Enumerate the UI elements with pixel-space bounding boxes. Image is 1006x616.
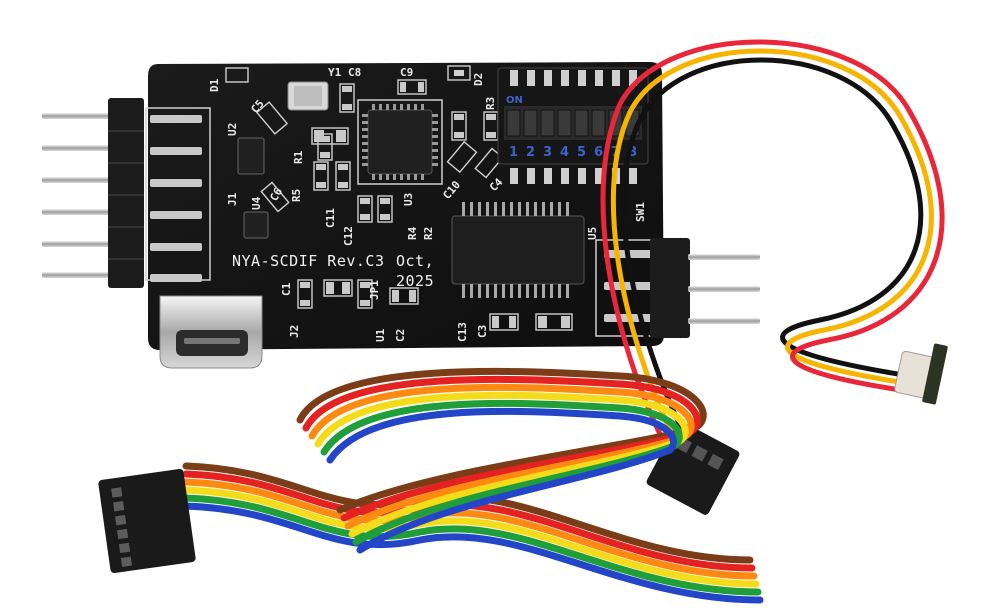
label-c11: C11 <box>324 208 337 228</box>
label-d1: D1 <box>208 78 221 92</box>
board-date-year: 2025 <box>396 272 434 290</box>
label-u1: U1 <box>374 328 387 342</box>
led-d1 <box>225 67 249 83</box>
jst-wire-black <box>621 57 924 453</box>
dip-switch-pins <box>510 70 637 184</box>
label-r4: R4 <box>406 226 419 240</box>
label-r3: R3 <box>484 97 497 110</box>
label-c12: C12 <box>342 226 355 246</box>
label-jp1: JP1 <box>368 280 381 300</box>
micro-usb-port[interactable] <box>159 295 263 369</box>
regulator-u2 <box>237 137 265 175</box>
label-d2: D2 <box>472 73 485 86</box>
label-c13: C13 <box>456 322 469 342</box>
mcu-chip <box>357 99 443 185</box>
led-d2 <box>447 65 471 81</box>
dip-label-1: 1 <box>509 145 518 160</box>
smd-passives <box>255 79 573 331</box>
label-c2: C2 <box>394 329 407 342</box>
dip-label-2: 2 <box>526 145 535 160</box>
dip-label-6: 6 <box>594 145 603 160</box>
label-c3: C3 <box>476 325 489 338</box>
label-u3: U3 <box>402 193 415 206</box>
board-date-month: Oct, <box>396 252 434 270</box>
jst-wire-red <box>600 39 945 461</box>
pcb-board: D1 Y1 C8 C9 D2 C5 U2 R1 R3 C7 C10 C4 U3 … <box>145 62 760 350</box>
right-angle-pin-legs <box>150 115 202 282</box>
label-c1: C1 <box>280 282 293 296</box>
label-c6: C6 <box>267 185 285 203</box>
tssop-chip <box>451 202 585 298</box>
left-pin-header <box>42 98 144 288</box>
dip-label-4: 4 <box>560 145 569 160</box>
label-r2: R2 <box>422 227 435 240</box>
label-sw1: SW1 <box>634 202 647 222</box>
label-j1: J1 <box>226 192 239 206</box>
label-u5: U5 <box>586 227 599 240</box>
rainbow-ribbon-cable <box>182 367 764 604</box>
label-y1: Y1 <box>328 66 342 79</box>
label-c9: C9 <box>400 66 413 79</box>
left-header-pins <box>42 113 120 278</box>
dip-label-8: 8 <box>628 145 637 160</box>
label-r1: R1 <box>292 150 305 164</box>
board-name: NYA-SCDIF Rev.C3 <box>232 252 385 270</box>
jst-connector <box>894 343 948 405</box>
dip-label-5: 5 <box>577 145 586 160</box>
dupont-6pin-connector <box>98 468 196 574</box>
jst-cable <box>600 39 945 461</box>
label-r5: R5 <box>290 189 303 202</box>
jst-wire-yellow <box>610 48 934 457</box>
chip-u4 <box>243 211 269 239</box>
dip-label-3: 3 <box>543 145 552 160</box>
label-c8: C8 <box>348 66 361 79</box>
smd-pads <box>300 82 570 328</box>
dip-on-label: ON <box>506 95 523 106</box>
label-j2: J2 <box>288 325 301 338</box>
label-u4: U4 <box>250 196 263 210</box>
left-header-housing <box>108 98 144 288</box>
label-u2: U2 <box>226 123 239 136</box>
right-pin-header <box>595 238 760 338</box>
